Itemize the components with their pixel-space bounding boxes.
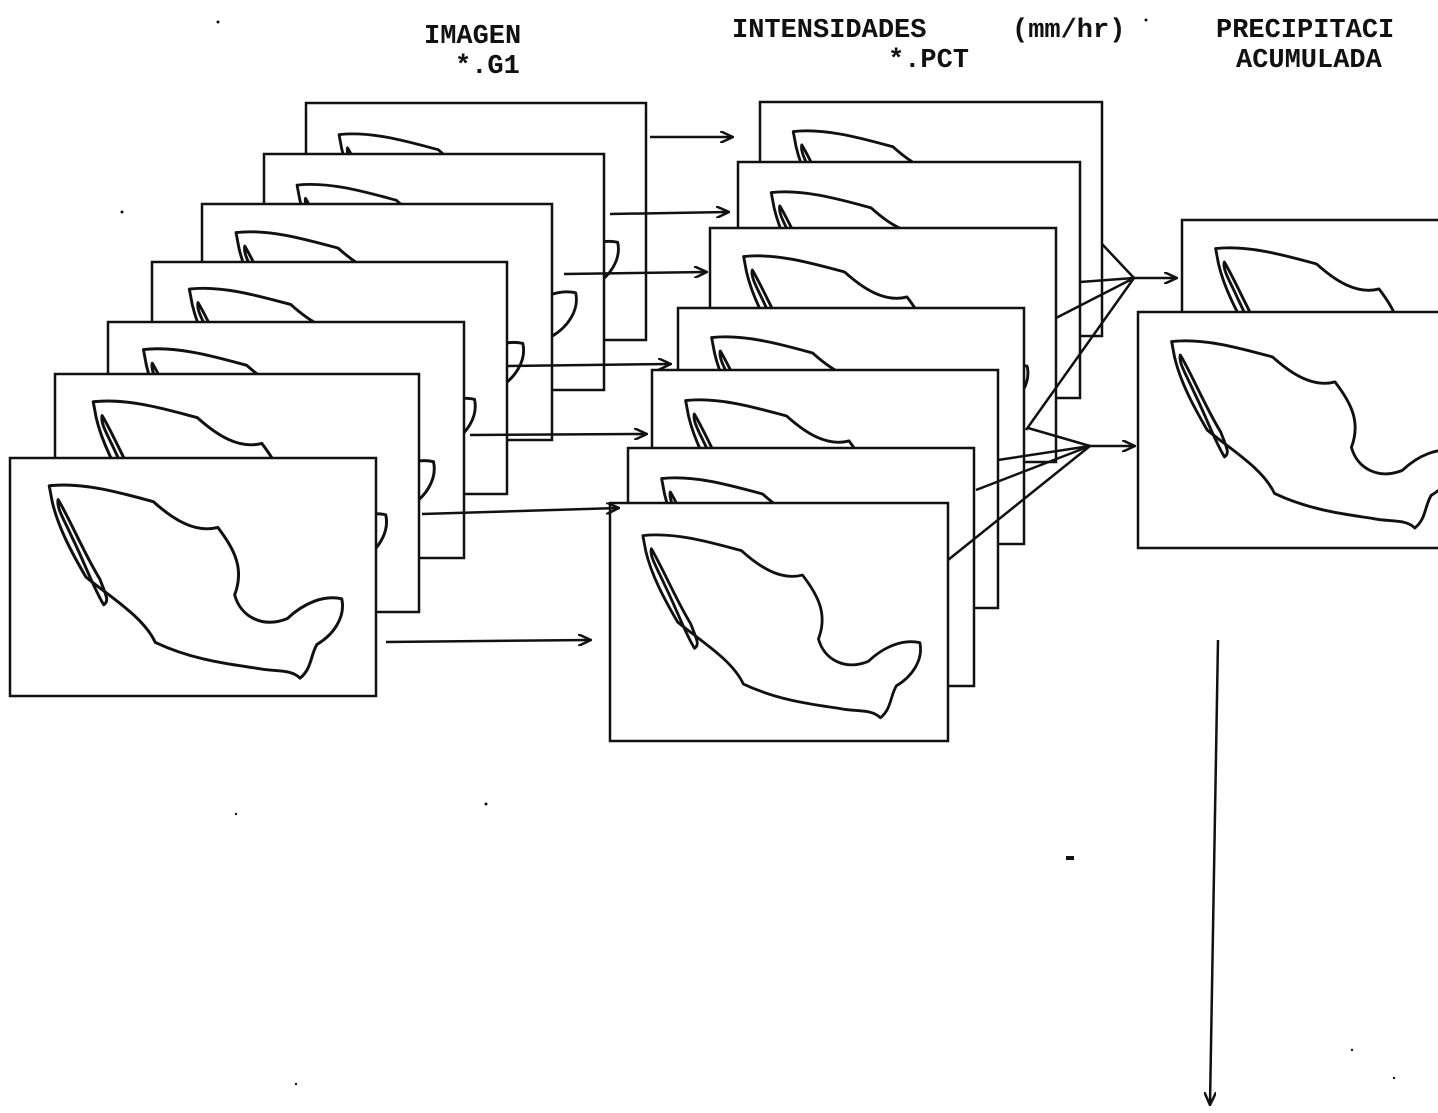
- precip-frame-2: [1138, 312, 1438, 548]
- down-arrow: [1210, 640, 1218, 1104]
- imagen-frame-7: [10, 458, 376, 696]
- intensidad-frame-7: [610, 503, 948, 741]
